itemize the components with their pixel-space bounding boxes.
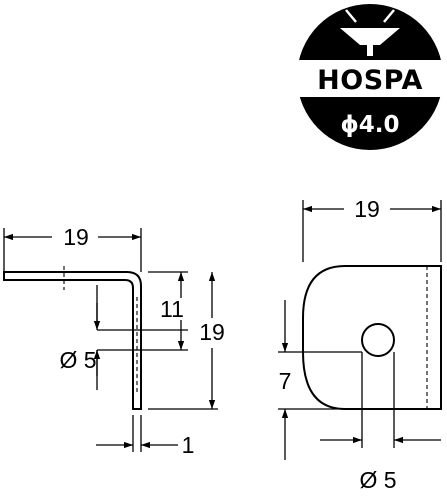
- brand-name: HOSPA: [317, 65, 423, 96]
- thickness-label: 1: [182, 432, 195, 458]
- side-hole-diameter-label: Ø 5: [59, 347, 96, 373]
- screw-size-label: ϕ4.0: [340, 112, 399, 138]
- hospa-logo: HOSPA ϕ4.0: [296, 4, 444, 150]
- mounting-hole: [361, 323, 395, 357]
- bracket-profile: [3, 271, 142, 410]
- side-view: 19 11 19 Ø 5 1: [3, 224, 225, 458]
- hole-height-label: 7: [279, 368, 292, 394]
- front-view: 19 7 Ø 5: [278, 196, 442, 493]
- front-hole-diameter-label: Ø 5: [359, 467, 396, 493]
- countersunk-screw-icon: [340, 9, 400, 56]
- side-width-label: 19: [63, 224, 89, 250]
- side-height-label: 19: [199, 319, 225, 345]
- front-width-label: 19: [354, 196, 380, 222]
- hole-offset-label: 11: [160, 296, 184, 322]
